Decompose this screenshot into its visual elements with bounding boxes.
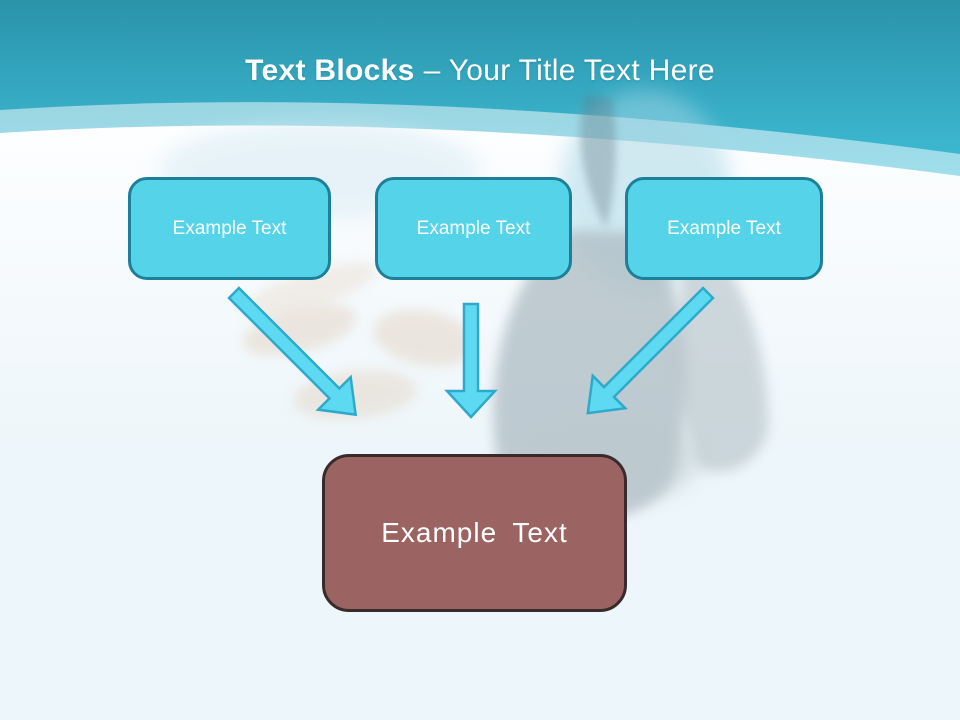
text-block-1-label: Example Text: [172, 217, 287, 239]
text-block-3-label: Example Text: [667, 217, 781, 239]
summary-block-label: Example Text: [381, 517, 568, 548]
slide-title-rest: – Your Title Text Here: [423, 54, 715, 87]
text-block-1: Example Text: [128, 177, 331, 280]
slide-title: Text Blocks– Your Title Text Here: [0, 52, 960, 90]
text-block-2-label: Example Text: [416, 217, 531, 239]
slide-title-bold: Text Blocks: [245, 54, 415, 87]
text-block-3: Example Text: [625, 177, 823, 280]
summary-block: Example Text: [322, 454, 627, 612]
text-block-2: Example Text: [375, 177, 572, 280]
